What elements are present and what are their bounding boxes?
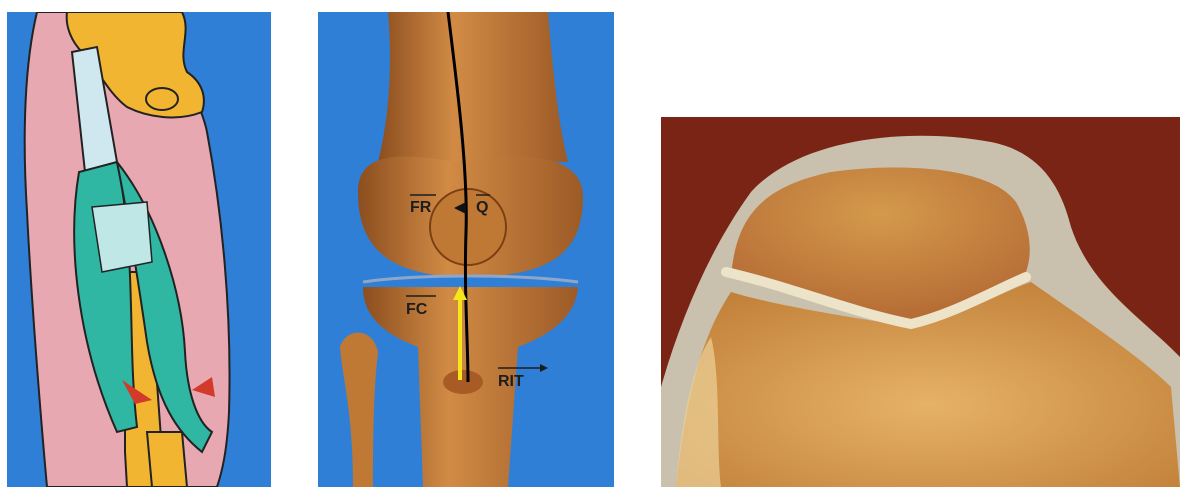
muscle-aponeurosis	[92, 202, 152, 272]
label-fr: FR	[410, 199, 432, 216]
thigh-muscle-diagram	[7, 12, 271, 487]
hip-socket	[146, 88, 178, 110]
tibial-tuberosity	[443, 370, 483, 394]
knee-bone	[147, 432, 187, 487]
patella	[430, 189, 506, 265]
knee-anatomy-svg: FR Q FC RIT	[318, 12, 614, 487]
femur-shaft	[378, 12, 568, 162]
label-fc: FC	[406, 301, 428, 318]
label-q: Q	[476, 199, 488, 216]
cartilage-photo-svg	[661, 117, 1180, 487]
thigh-diagram-svg	[7, 12, 271, 487]
label-rit: RIT	[498, 373, 524, 390]
cartilage-section-photo	[661, 117, 1180, 487]
knee-anatomy-illustration: FR Q FC RIT	[318, 12, 614, 487]
